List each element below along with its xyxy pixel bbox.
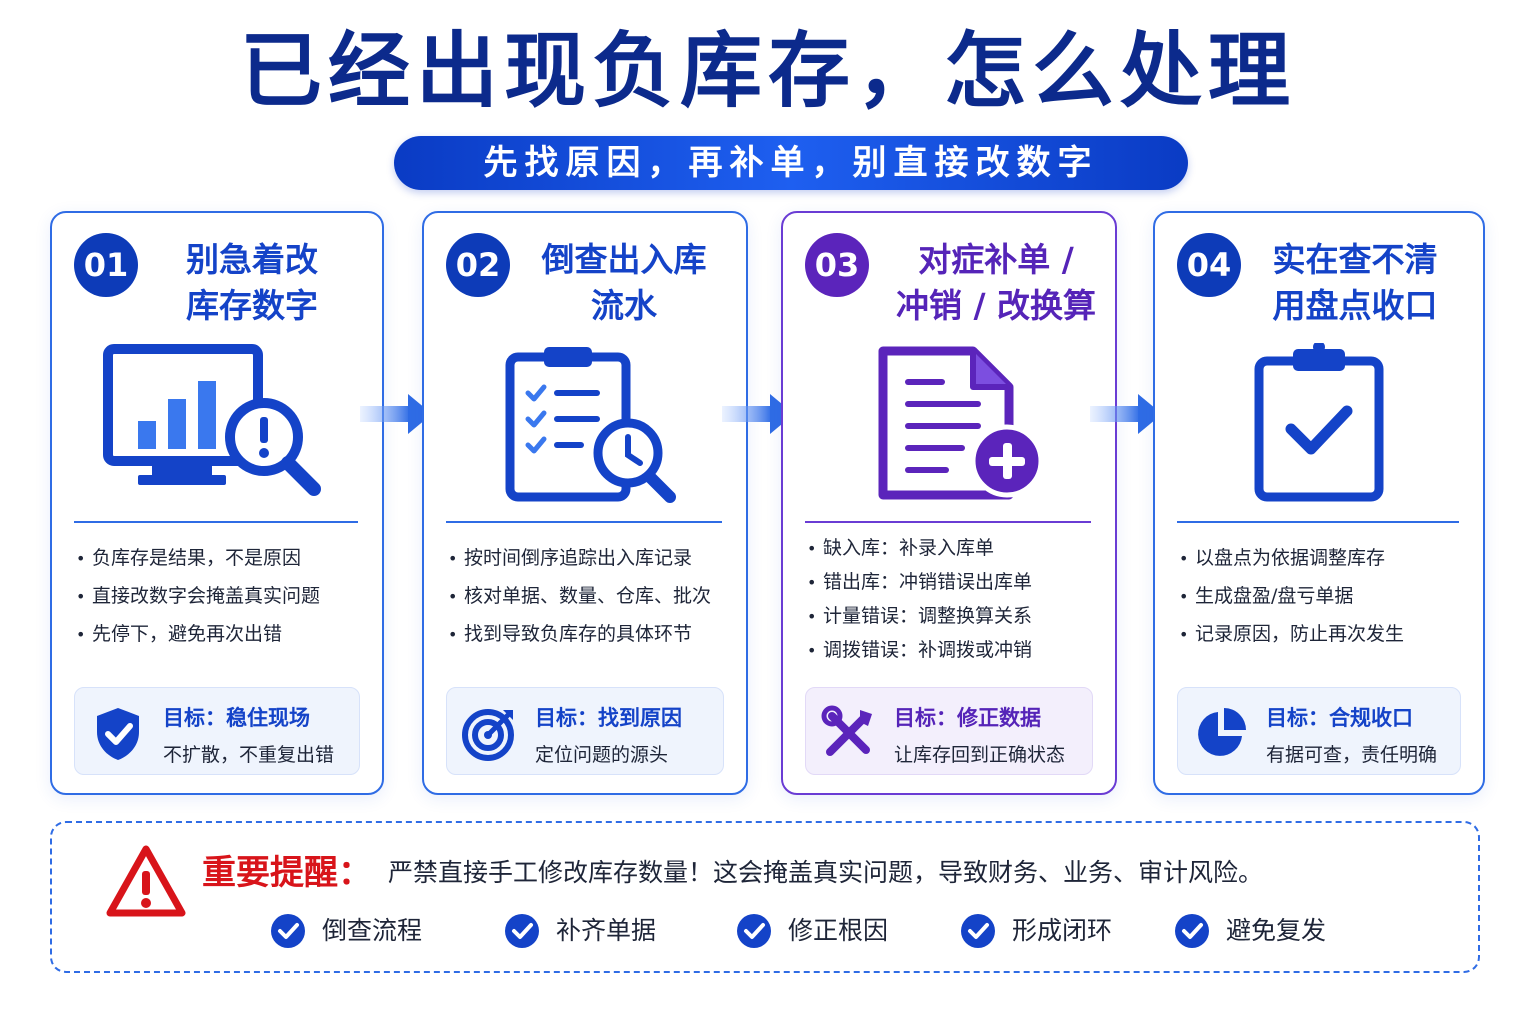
list-item: 以盘点为依据调整库存 — [1179, 539, 1404, 577]
goal-title: 目标：合规收口 — [1266, 706, 1413, 730]
divider — [74, 521, 358, 523]
divider — [805, 521, 1091, 523]
step-title: 对症补单 / 冲销 / 改换算 — [895, 240, 1097, 325]
step-number: 01 — [74, 233, 138, 297]
warning-text: 严禁直接手工修改库存数量！这会掩盖真实问题，导致财务、业务、审计风险。 — [388, 858, 1264, 887]
divider — [446, 521, 722, 523]
clipboard-check-icon — [1254, 343, 1384, 502]
list-item: 先停下，避免再次出错 — [76, 615, 320, 653]
arrow-right-icon — [360, 394, 432, 434]
bullet-list: 缺入库：补录入库单 错出库：冲销错误出库单 计量错误：调整换算关系 调拨错误：补… — [807, 531, 1032, 667]
step-number: 03 — [805, 233, 869, 297]
goal-box: 目标：稳住现场 不扩散，不重复出错 — [74, 687, 360, 775]
goal-desc: 有据可查，责任明确 — [1266, 744, 1438, 766]
tools-icon — [821, 705, 872, 756]
list-item: 负库存是结果，不是原因 — [76, 539, 320, 577]
bullet-list: 按时间倒序追踪出入库记录 核对单据、数量、仓库、批次 找到导致负库存的具体环节 — [448, 539, 711, 653]
check-circle-icon — [737, 914, 771, 948]
goal-desc: 定位问题的源头 — [535, 744, 669, 766]
step-card-2: 02 倒查出入库 流水 按时间倒序追踪出入库记录 核对单据、数量、仓库、批次 找… — [422, 211, 748, 795]
pie-chart-icon — [1198, 708, 1246, 756]
bullet-list: 以盘点为依据调整库存 生成盘盈/盘亏单据 记录原因，防止再次发生 — [1179, 539, 1404, 653]
page-title: 已经出现负库存，怎么处理 — [239, 24, 1296, 119]
step-card-4: 04 实在查不清 用盘点收口 以盘点为依据调整库存 生成盘盈/盘亏单据 记录原因… — [1153, 211, 1485, 795]
list-item: 按时间倒序追踪出入库记录 — [448, 539, 711, 577]
goal-box: 目标：找到原因 定位问题的源头 — [446, 687, 724, 775]
goal-title: 目标：修正数据 — [894, 706, 1041, 730]
list-item: 缺入库：补录入库单 — [807, 531, 1032, 565]
subtitle-banner: 先找原因，再补单，别直接改数字 — [394, 136, 1188, 190]
clipboard-clock-search-icon — [505, 347, 676, 503]
bullet-list: 负库存是结果，不是原因 直接改数字会掩盖真实问题 先停下，避免再次出错 — [76, 539, 320, 653]
step-card-1: 01 别急着改 库存数字 负库存是结果，不是原因 直接改数字会掩盖真实问题 先停… — [50, 211, 384, 795]
goal-box: 目标：合规收口 有据可查，责任明确 — [1177, 687, 1461, 775]
list-item: 调拨错误：补调拨或冲销 — [807, 633, 1032, 667]
check-circle-icon — [505, 914, 539, 948]
step-title: 别急着改 库存数字 — [186, 240, 318, 325]
list-item: 核对单据、数量、仓库、批次 — [448, 577, 711, 615]
step-title: 实在查不清 用盘点收口 — [1272, 240, 1438, 325]
step-card-3: 03 对症补单 / 冲销 / 改换算 缺入库：补录入库单 错出库：冲销错误出库单… — [781, 211, 1117, 795]
target-icon — [462, 709, 514, 761]
check-circle-icon — [271, 914, 305, 948]
list-item: 找到导致负库存的具体环节 — [448, 615, 711, 653]
warning-box: 重要提醒： 严禁直接手工修改库存数量！这会掩盖真实问题，导致财务、业务、审计风险… — [50, 821, 1480, 973]
check-circle-icon — [961, 914, 995, 948]
goal-title: 目标：稳住现场 — [163, 706, 310, 730]
step-number: 04 — [1177, 233, 1241, 297]
monitor-chart-alert-icon — [103, 344, 321, 496]
goal-desc: 不扩散，不重复出错 — [163, 744, 335, 766]
warning-triangle-icon — [106, 845, 186, 917]
goal-title: 目标：找到原因 — [535, 706, 682, 730]
list-item: 计量错误：调整换算关系 — [807, 599, 1032, 633]
goal-desc: 让库存回到正确状态 — [894, 744, 1066, 766]
list-item: 生成盘盈/盘亏单据 — [1179, 577, 1404, 615]
goal-box: 目标：修正数据 让库存回到正确状态 — [805, 687, 1093, 775]
step-number: 02 — [446, 233, 510, 297]
divider — [1177, 521, 1459, 523]
shield-check-icon — [97, 708, 139, 760]
list-item: 记录原因，防止再次发生 — [1179, 615, 1404, 653]
check-circle-icon — [1175, 914, 1209, 948]
list-item: 直接改数字会掩盖真实问题 — [76, 577, 320, 615]
document-add-icon — [878, 346, 1044, 500]
warning-label: 重要提醒： — [202, 853, 372, 893]
step-title: 倒查出入库 流水 — [541, 240, 707, 325]
arrow-right-icon — [1090, 394, 1162, 434]
list-item: 错出库：冲销错误出库单 — [807, 565, 1032, 599]
